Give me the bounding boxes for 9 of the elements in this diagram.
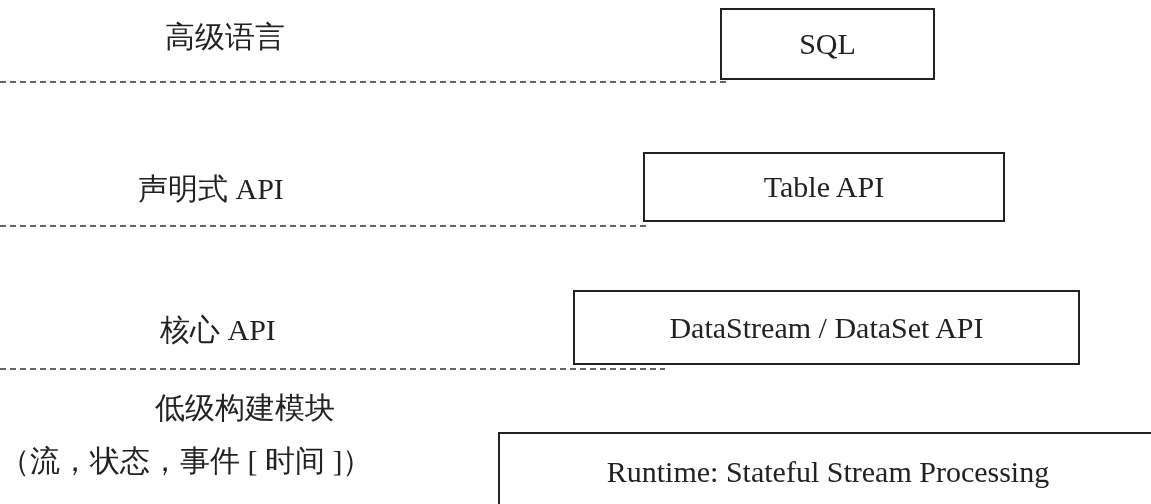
layer-label: 声明式 API (138, 172, 284, 205)
layer-label: 核心 API (160, 313, 276, 346)
layer-box: Runtime: Stateful Stream Processing (498, 432, 1151, 504)
layer-box: DataStream / DataSet API (573, 290, 1080, 365)
layer-box: Table API (643, 152, 1005, 222)
layer-label: （流，状态，事件 [ 时间 ]） (0, 444, 373, 477)
layer-box: SQL (720, 8, 935, 80)
layer-label: 低级构建模块 (155, 391, 335, 424)
layer-label: 高级语言 (165, 20, 285, 53)
